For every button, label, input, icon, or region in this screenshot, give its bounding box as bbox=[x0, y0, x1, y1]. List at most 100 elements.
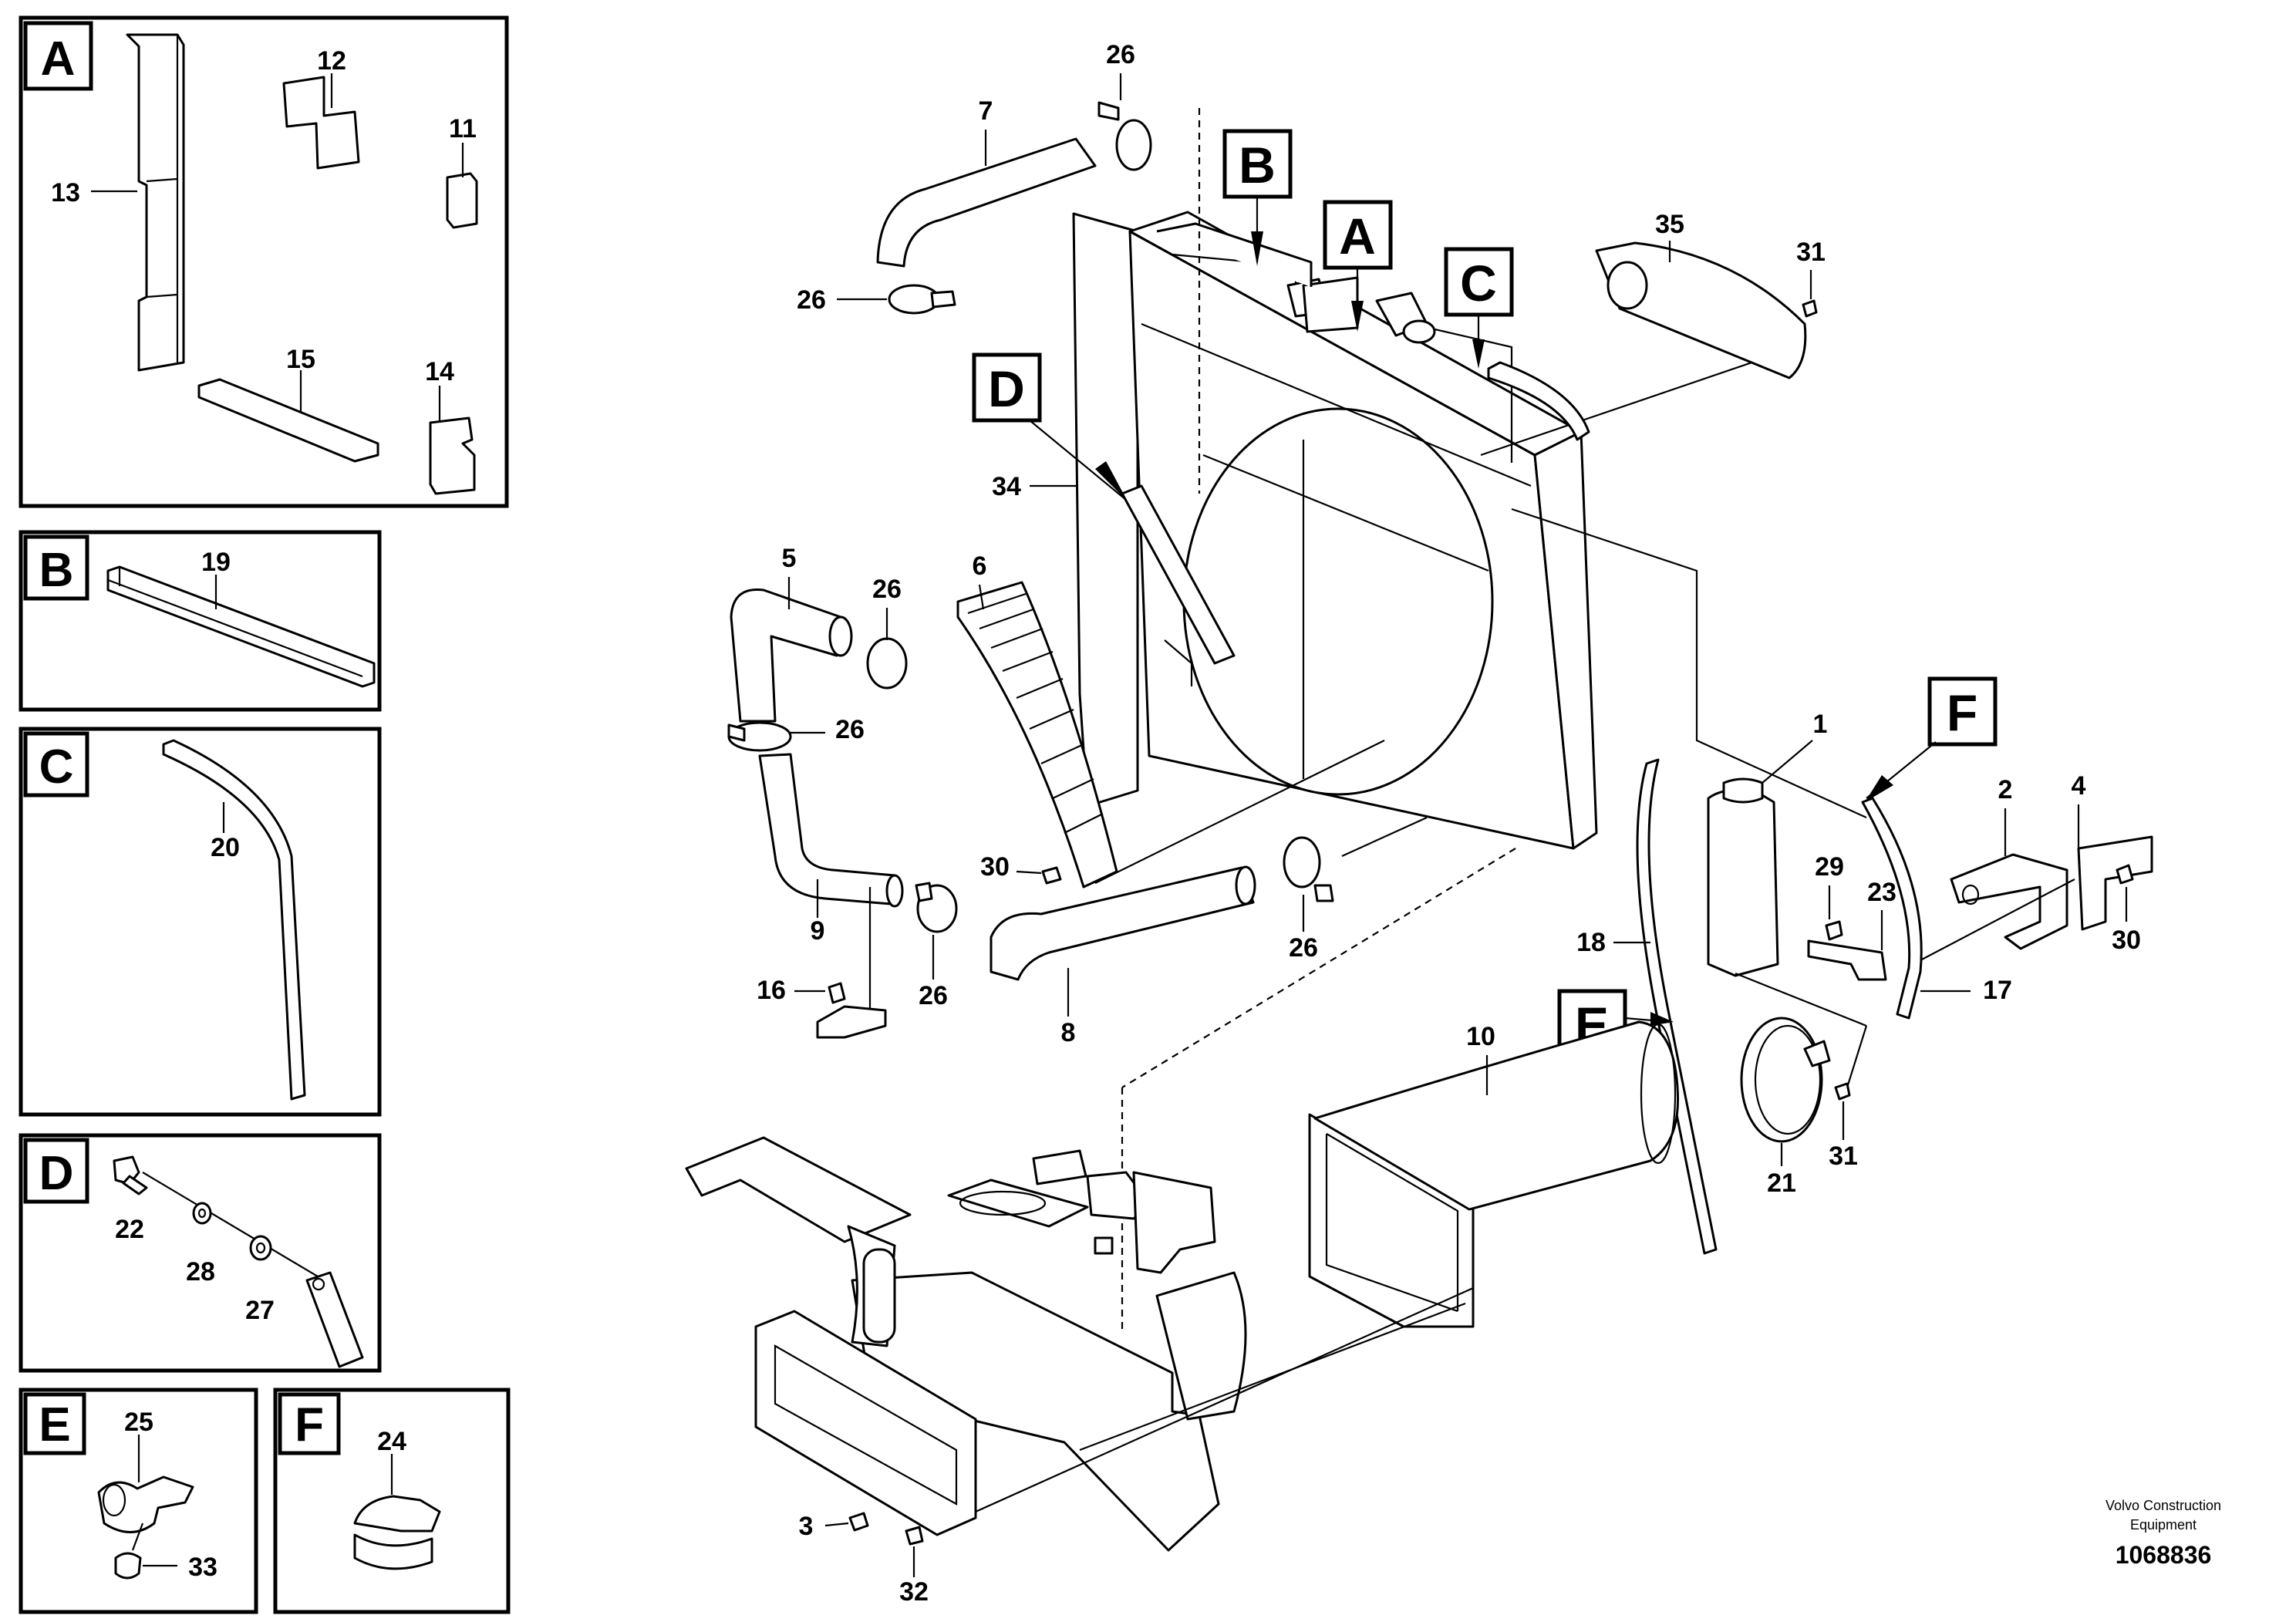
ref-box-c: C bbox=[1460, 255, 1497, 312]
part-16-bracket bbox=[816, 1005, 887, 1039]
hose-18 bbox=[1636, 758, 1718, 1255]
footer: Volvo Construction Equipment 1068836 bbox=[2106, 1498, 2221, 1569]
radiator-assembly: B A C D 34 bbox=[972, 108, 1867, 1334]
part-21-hose-clamp bbox=[1740, 1017, 1823, 1143]
inset-c: C 20 bbox=[19, 727, 382, 1117]
company-name-line-1: Volvo Construction bbox=[2106, 1498, 2221, 1513]
callout-26-upper: 26 bbox=[872, 575, 902, 604]
part-35-cover bbox=[1595, 241, 1807, 379]
callout-35: 35 bbox=[1655, 210, 1684, 239]
ref-box-a: A bbox=[1339, 207, 1376, 265]
fan-guard-slot bbox=[862, 1248, 896, 1344]
inset-d: D 22 28 27 bbox=[19, 1133, 382, 1373]
part-stay-bracket bbox=[305, 1271, 364, 1368]
callout-21: 21 bbox=[1767, 1168, 1796, 1198]
hose-17 bbox=[1861, 797, 1923, 1020]
stay-bracket bbox=[1121, 484, 1236, 665]
inset-a-letter: A bbox=[41, 32, 76, 86]
callout-27: 27 bbox=[245, 1296, 275, 1325]
ref-box-f: F bbox=[1947, 684, 1977, 741]
callout-31-lower: 31 bbox=[1829, 1141, 1858, 1171]
callout-17: 17 bbox=[1983, 976, 2012, 1005]
air-duct-assembly: 10 3 32 bbox=[685, 1020, 1680, 1607]
inset-e: E 25 33 bbox=[19, 1388, 258, 1614]
clamp-26-a bbox=[1115, 119, 1152, 171]
hose-5 bbox=[730, 588, 842, 723]
callout-28: 28 bbox=[186, 1257, 215, 1286]
ref-box-d: D bbox=[988, 360, 1025, 417]
callout-33: 33 bbox=[188, 1553, 217, 1582]
part-28-washer bbox=[192, 1202, 212, 1225]
bolt-30-a bbox=[1041, 866, 1062, 885]
part-33-screw bbox=[114, 1552, 142, 1580]
bolt-3 bbox=[848, 1512, 869, 1532]
callout-18: 18 bbox=[1576, 928, 1606, 957]
hose-9 bbox=[758, 753, 896, 905]
clamp-26-f bbox=[1283, 836, 1321, 889]
callout-14: 14 bbox=[425, 357, 454, 386]
part-23-bracket bbox=[1807, 939, 1887, 981]
callout-16: 16 bbox=[757, 976, 786, 1005]
inset-b-letter: B bbox=[39, 544, 74, 597]
callout-9: 9 bbox=[811, 916, 825, 946]
part-24-clip bbox=[353, 1495, 441, 1533]
inset-b: B 19 bbox=[19, 530, 382, 712]
callout-34: 34 bbox=[992, 472, 1021, 501]
part-27-washer bbox=[249, 1235, 272, 1261]
part-19-seal-strip bbox=[106, 565, 376, 688]
callout-32: 32 bbox=[899, 1577, 929, 1607]
callout-26-left: 26 bbox=[835, 715, 865, 744]
callout-15: 15 bbox=[286, 345, 315, 374]
callout-23: 23 bbox=[1867, 878, 1896, 907]
part-1-expansion-tank bbox=[1707, 788, 1779, 977]
company-name-line-2: Equipment bbox=[2130, 1517, 2197, 1533]
part-14-block bbox=[429, 416, 476, 495]
callout-24: 24 bbox=[377, 1427, 406, 1456]
callout-30-left: 30 bbox=[980, 852, 1010, 882]
inset-f-letter: F bbox=[295, 1398, 324, 1452]
bolt-31-lower bbox=[1834, 1082, 1851, 1101]
callout-8: 8 bbox=[1061, 1018, 1076, 1047]
callout-2: 2 bbox=[1998, 775, 2013, 804]
fan-guard-plate bbox=[685, 1136, 912, 1243]
side-edge-seal bbox=[1487, 361, 1590, 441]
callout-25: 25 bbox=[124, 1408, 153, 1437]
callout-5: 5 bbox=[782, 544, 797, 573]
part-20-edge-seal bbox=[162, 739, 306, 1101]
hoses: 7 26 26 5 26 26 9 6 30 bbox=[727, 40, 1428, 1047]
hose-7 bbox=[876, 137, 1097, 268]
callout-11: 11 bbox=[449, 114, 477, 143]
inset-f: F 24 bbox=[273, 1388, 511, 1614]
part-11-block bbox=[446, 172, 478, 229]
callout-31-top: 31 bbox=[1796, 238, 1826, 267]
callout-4: 4 bbox=[2072, 771, 2086, 801]
callout-26-top: 26 bbox=[1106, 40, 1135, 69]
hose-8 bbox=[990, 866, 1255, 981]
inset-e-letter: E bbox=[39, 1398, 70, 1452]
callout-26-mid: 26 bbox=[797, 285, 826, 315]
bolt-30-b bbox=[2116, 864, 2134, 885]
bolt-29 bbox=[1825, 920, 1843, 941]
callout-3: 3 bbox=[799, 1512, 814, 1541]
part-12-pad bbox=[282, 76, 360, 170]
clamp-26-c bbox=[866, 637, 908, 690]
callout-20: 20 bbox=[211, 833, 240, 862]
right-side-parts: 35 31 1 18 17 F E 2 4 bbox=[1557, 210, 2153, 1255]
callout-7: 7 bbox=[979, 96, 993, 126]
part-13-strip bbox=[126, 33, 185, 372]
callout-6: 6 bbox=[973, 551, 987, 581]
part-4-bracket bbox=[2077, 835, 2153, 931]
callout-30-right: 30 bbox=[2112, 926, 2141, 955]
inset-d-letter: D bbox=[39, 1147, 74, 1200]
callout-29: 29 bbox=[1815, 852, 1844, 882]
callout-1: 1 bbox=[1813, 710, 1828, 739]
callout-12: 12 bbox=[317, 46, 346, 76]
callout-26-lower-left: 26 bbox=[919, 981, 948, 1010]
ref-box-b: B bbox=[1239, 137, 1276, 194]
inset-c-letter: C bbox=[39, 740, 74, 794]
part-34-shroud-panel bbox=[1072, 212, 1139, 808]
callout-10: 10 bbox=[1466, 1022, 1495, 1051]
callout-26-lower-right: 26 bbox=[1289, 933, 1318, 963]
bolt-31-top bbox=[1802, 299, 1818, 318]
radiator-side-frame bbox=[1533, 430, 1598, 850]
